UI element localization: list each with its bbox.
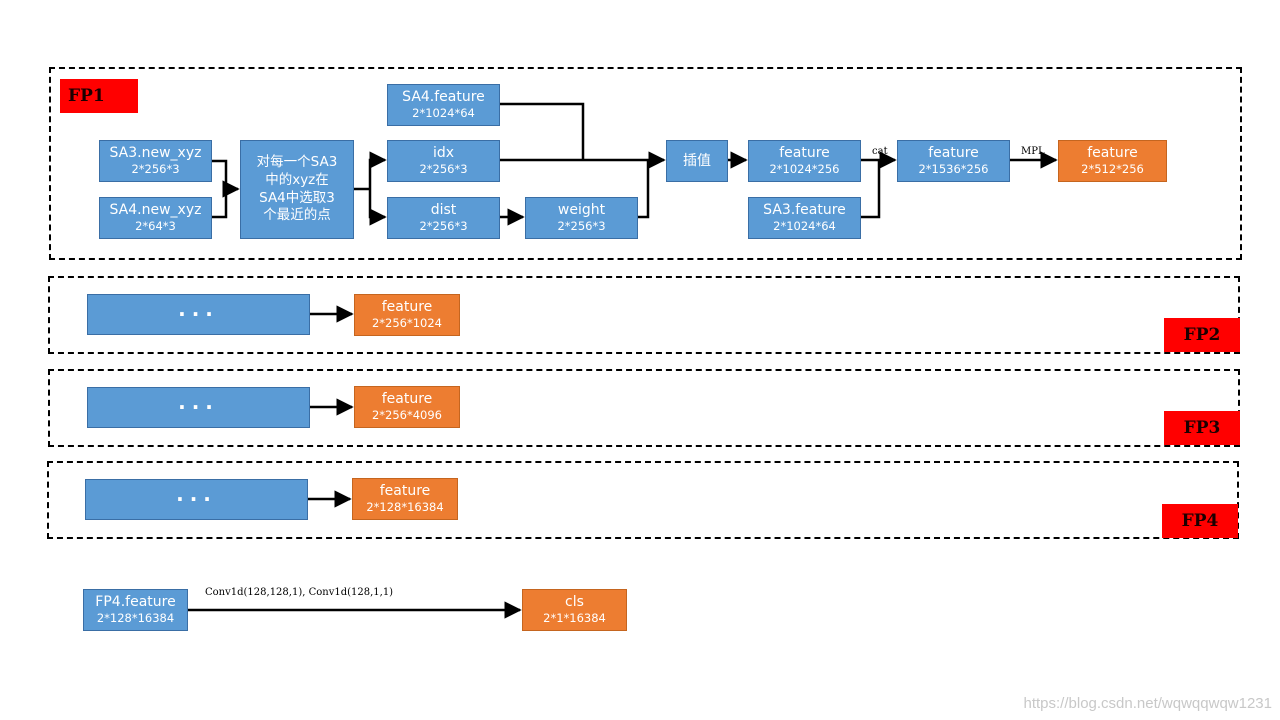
edge-knn-idx <box>368 151 387 189</box>
dist-shape: 2*256*3 <box>419 219 468 234</box>
knn-select-box: 对每一个SA3 中的xyz在 SA4中选取3 个最近的点 <box>240 140 354 239</box>
interp-name: 插值 <box>683 152 711 169</box>
fp2-tag: FP2 <box>1164 318 1240 352</box>
fp1-frame <box>49 67 1242 260</box>
fp2-output-name: feature <box>381 299 433 316</box>
fp1-output-feature-box: feature 2*512*256 <box>1058 140 1167 182</box>
mpl-label: MPL <box>1021 146 1045 157</box>
cls-output-shape: 2*1*16384 <box>543 611 606 626</box>
edge-knn-dist <box>368 189 387 226</box>
interp-box: 插值 <box>666 140 728 182</box>
fp3-frame <box>48 369 1240 447</box>
fp1-output-feature-name: feature <box>1087 145 1138 162</box>
conv-label: Conv1d(128,128,1), Conv1d(128,1,1) <box>205 587 394 598</box>
fp4-feature-input-shape: 2*128*16384 <box>96 611 175 626</box>
fp4-ellipsis-box: ··· <box>85 479 308 520</box>
fp4-feature-input-box: FP4.feature 2*128*16384 <box>83 589 188 631</box>
dist-box: dist 2*256*3 <box>387 197 500 239</box>
fp3-output-feature-box: feature 2*256*4096 <box>354 386 460 428</box>
edge-sa3xyz-knn <box>212 159 240 198</box>
sa4-new-xyz-shape: 2*64*3 <box>135 219 176 234</box>
fp1-tag: FP1 <box>60 79 138 113</box>
sa4-feature-shape: 2*1024*64 <box>412 106 475 121</box>
fp3-ellipsis: ··· <box>178 395 219 419</box>
sa3-feature-box: SA3.feature 2*1024*64 <box>748 197 861 239</box>
fp3-tag: FP3 <box>1164 411 1240 445</box>
sa4-new-xyz-name: SA4.new_xyz <box>109 202 202 219</box>
edge-sa3feature-cat <box>861 160 881 219</box>
sa3-new-xyz-shape: 2*256*3 <box>131 162 180 177</box>
weight-name: weight <box>557 202 606 219</box>
feature-cat-shape: 2*1536*256 <box>918 162 989 177</box>
feature-interp-shape: 2*1024*256 <box>769 162 840 177</box>
feature-interp-box: feature 2*1024*256 <box>748 140 861 182</box>
fp2-frame <box>48 276 1240 354</box>
fp1-output-feature-shape: 2*512*256 <box>1081 162 1144 177</box>
cls-output-name: cls <box>565 594 584 611</box>
fp4-output-feature-box: feature 2*128*16384 <box>352 478 458 520</box>
fp2-output-feature-box: feature 2*256*1024 <box>354 294 460 336</box>
fp3-output-name: feature <box>381 391 433 408</box>
fp4-output-shape: 2*128*16384 <box>366 500 444 515</box>
fp4-feature-input-name: FP4.feature <box>95 594 176 611</box>
cls-output-box: cls 2*1*16384 <box>522 589 627 631</box>
feature-interp-name: feature <box>779 145 830 162</box>
cat-label: cat <box>872 146 888 157</box>
idx-shape: 2*256*3 <box>419 162 468 177</box>
fp4-output-name: feature <box>379 483 431 500</box>
sa4-new-xyz-box: SA4.new_xyz 2*64*3 <box>99 197 212 239</box>
fp2-ellipsis-box: ··· <box>87 294 310 335</box>
sa3-new-xyz-box: SA3.new_xyz 2*256*3 <box>99 140 212 182</box>
fp2-output-shape: 2*256*1024 <box>371 316 443 331</box>
sa4-feature-name: SA4.feature <box>402 89 485 106</box>
edge-sa4feature-bus <box>500 102 585 160</box>
fp4-ellipsis: ··· <box>176 487 217 511</box>
fp3-ellipsis-box: ··· <box>87 387 310 428</box>
fp2-ellipsis: ··· <box>178 302 219 326</box>
dist-name: dist <box>430 202 457 219</box>
weight-box: weight 2*256*3 <box>525 197 638 239</box>
edge-weight-bus <box>638 160 650 219</box>
fp4-frame <box>47 461 1239 539</box>
feature-cat-name: feature <box>928 145 979 162</box>
fp4-tag: FP4 <box>1162 504 1238 538</box>
sa3-feature-name: SA3.feature <box>763 202 846 219</box>
sa4-feature-box: SA4.feature 2*1024*64 <box>387 84 500 126</box>
sa3-feature-shape: 2*1024*64 <box>773 219 836 234</box>
fp3-output-shape: 2*256*4096 <box>371 408 443 423</box>
watermark: https://blog.csdn.net/wqwqqwqw1231 <box>1023 695 1273 712</box>
sa3-new-xyz-name: SA3.new_xyz <box>109 145 202 162</box>
idx-box: idx 2*256*3 <box>387 140 500 182</box>
weight-shape: 2*256*3 <box>557 219 606 234</box>
feature-cat-box: feature 2*1536*256 <box>897 140 1010 182</box>
edge-sa4xyz-knn <box>212 189 228 219</box>
knn-select-text: 对每一个SA3 中的xyz在 SA4中选取3 个最近的点 <box>256 154 338 224</box>
idx-name: idx <box>432 145 455 162</box>
